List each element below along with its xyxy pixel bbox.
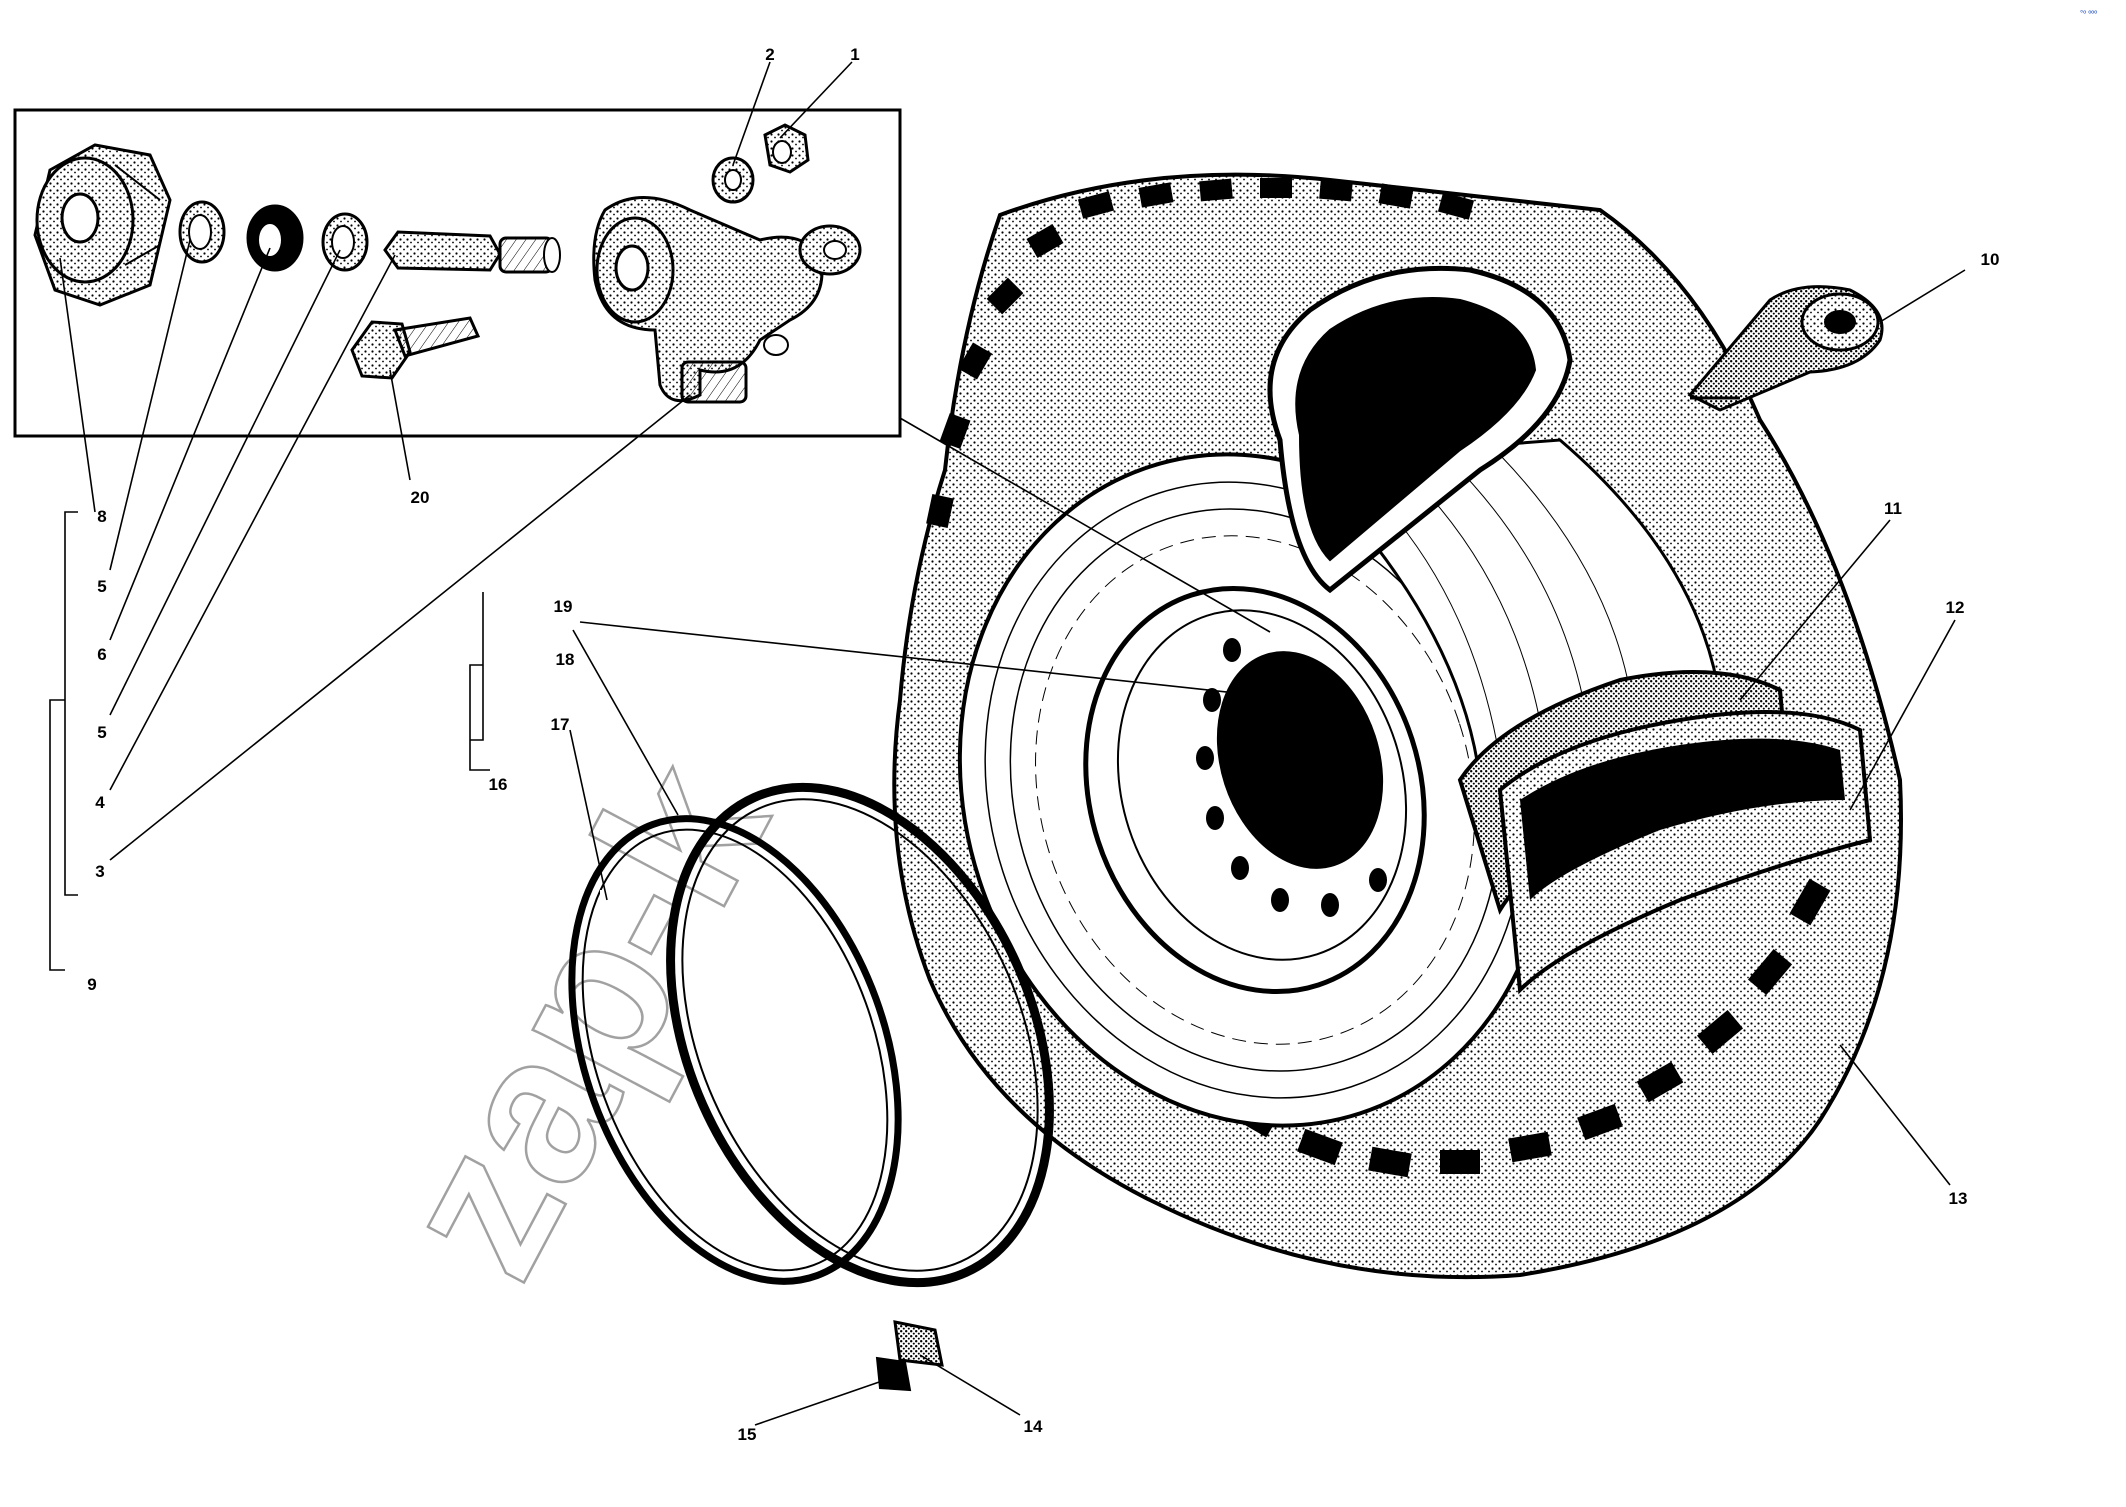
callout-4: 4 <box>95 793 105 812</box>
nut-small-part-1 <box>763 123 810 174</box>
lock-ring-part-17 <box>568 815 902 1285</box>
valve-body-part-3 <box>592 196 862 404</box>
seal-part-6 <box>246 204 304 272</box>
callout-15: 15 <box>738 1425 757 1444</box>
callout-5-lower: 5 <box>97 723 106 742</box>
washer-small-part-2 <box>711 156 755 204</box>
callout-8: 8 <box>97 507 106 526</box>
callout-2: 2 <box>765 45 774 64</box>
callout-16: 16 <box>489 775 508 794</box>
callout-11: 11 <box>1884 499 1902 518</box>
callout-9: 9 <box>87 975 96 994</box>
callout-10: 10 <box>1981 250 2000 269</box>
callout-17: 17 <box>551 715 570 734</box>
callout-6: 6 <box>97 645 106 664</box>
callout-12: 12 <box>1946 598 1965 617</box>
bolt-part-20 <box>350 316 481 380</box>
callout-1: 1 <box>850 45 859 64</box>
wheel-assembly <box>892 172 1903 1280</box>
callout-numbers: 1 2 3 4 5 5 6 8 9 10 11 12 13 14 15 16 1… <box>87 45 1999 1444</box>
leader-lines <box>49 61 1966 1426</box>
callout-20: 20 <box>411 488 430 507</box>
callout-5-upper: 5 <box>97 577 106 596</box>
corner-mark: °º ººº <box>2080 9 2097 18</box>
valve-cap-part-10 <box>1687 285 1884 412</box>
washer-part-5-right <box>321 212 369 272</box>
valve-stem-part-4 <box>383 230 561 274</box>
callout-14: 14 <box>1024 1417 1043 1436</box>
callout-3: 3 <box>95 862 104 881</box>
clip-part-14 <box>893 1320 944 1367</box>
wheel-bolt-holes <box>1196 638 1387 917</box>
callout-19: 19 <box>554 597 573 616</box>
clip-part-15 <box>875 1356 912 1392</box>
inset-frame <box>13 108 902 438</box>
watermark-text: zap-k <box>352 727 812 1311</box>
washer-part-5-left <box>178 200 226 264</box>
valve-inset <box>13 108 902 438</box>
hex-nut-large-part-8 <box>33 143 172 307</box>
callout-18: 18 <box>556 650 575 669</box>
lock-ring-part-18 <box>666 782 1054 1288</box>
callout-13: 13 <box>1949 1189 1968 1208</box>
